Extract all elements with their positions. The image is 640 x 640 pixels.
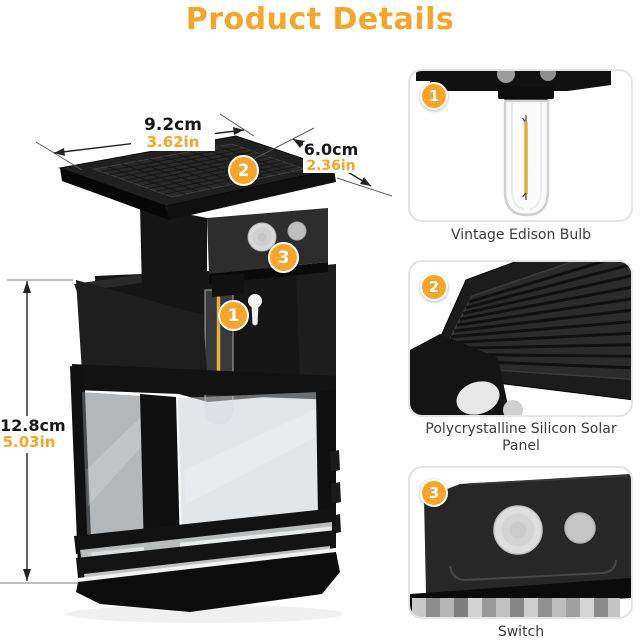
height-cm: 12.8cm: [0, 416, 66, 435]
callout-3-badge: 3: [268, 242, 299, 273]
panel-3-caption: Switch: [497, 624, 545, 640]
depth-cm: 6.0cm: [303, 140, 359, 159]
ground-shadow: [67, 605, 343, 623]
detail-panel-switch: 3: [408, 466, 633, 619]
keyhole-mount-icon: [248, 294, 262, 326]
panel-2-badge: 2: [420, 273, 448, 301]
glass-pane-left: [82, 392, 146, 560]
metallic-strip: [412, 598, 620, 617]
pir-sensor-dome: [247, 222, 277, 252]
product-illustration: [0, 113, 393, 623]
panel-3-badge: 3: [420, 479, 448, 507]
glass-pane-front: [178, 392, 322, 540]
height-in: 5.03in: [2, 432, 56, 451]
height-dimension-label: 12.8cm 5.03in: [0, 416, 66, 453]
switch-image: [410, 474, 631, 617]
solar-ribs: [438, 262, 631, 370]
panel-1-caption: Vintage Edison Bulb: [450, 227, 592, 243]
solar-panel-image: [410, 262, 631, 415]
edison-bulb-image: [416, 71, 611, 217]
width-cm: 9.2cm: [144, 115, 202, 135]
detail-panel-solar: 2: [408, 260, 633, 417]
callout-2-badge: 2: [228, 155, 259, 186]
panel-1-badge: 1: [420, 82, 448, 110]
depth-dimension-label: 6.0cm 2.36in: [303, 140, 359, 174]
pir-sensor-dome: [456, 381, 500, 415]
callout-1-badge: 1: [218, 300, 249, 331]
width-in: 3.62in: [146, 132, 200, 151]
lantern-body: [70, 264, 341, 612]
width-dimension-label: 9.2cm 3.62in: [131, 115, 215, 151]
page-title: Product Details: [185, 2, 455, 37]
pir-sensor-dome: [493, 505, 543, 555]
switch-button: [564, 512, 596, 544]
detail-panel-edison-bulb: 1: [408, 69, 633, 222]
depth-in: 2.36in: [306, 157, 356, 174]
light-sensor-button: [287, 221, 307, 241]
panel-2-caption: Polycrystalline Silicon Solar Panel: [425, 421, 617, 455]
